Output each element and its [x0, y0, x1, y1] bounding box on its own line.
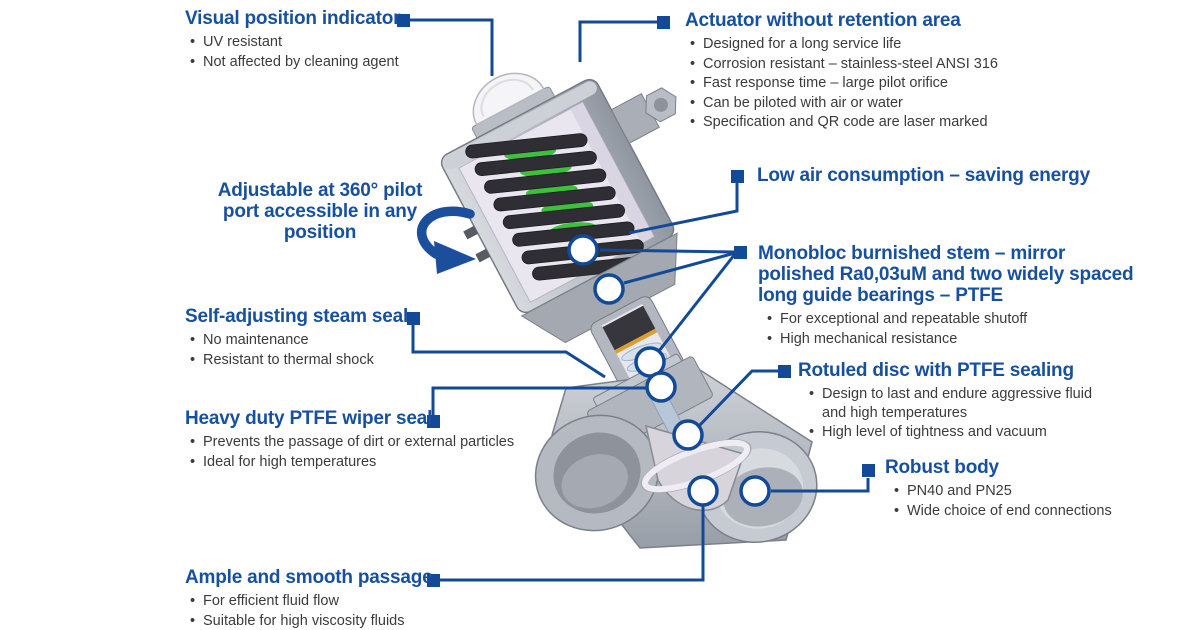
bullet-item: Suitable for high viscosity fluids: [189, 612, 433, 630]
callout-line-steam-seal: [411, 325, 606, 379]
callout-bullets: For efficient fluid flow Suitable for hi…: [189, 592, 433, 630]
callout-bullets: For exceptional and repeatable shutoff H…: [766, 310, 1133, 348]
callout-title-line: position: [283, 222, 357, 243]
callout-point-disc: [672, 419, 704, 451]
callout-point-passage: [687, 475, 719, 507]
callout-line-monobloc-2: [623, 251, 736, 285]
callout-point-robust-body: [739, 475, 771, 507]
seal-orange-ring: [614, 328, 658, 354]
callout-line-passage: [440, 506, 705, 582]
bullet-item: No maintenance: [189, 331, 408, 350]
pilot-port-hole: [653, 97, 668, 112]
callout-title: Self-adjusting steam seal: [185, 306, 409, 327]
bullet-item: Wide choice of end connections: [893, 502, 1112, 521]
callout-square-actuator: [657, 16, 670, 29]
bullet-item: PN40 and PN25: [893, 482, 1112, 501]
callout-actuator: Actuator without retention area Designed…: [685, 10, 998, 132]
callout-robust-body: Robust body PN40 and PN25 Wide choice of…: [885, 457, 1112, 520]
callout-bullets: Prevents the passage of dirt or external…: [189, 433, 514, 471]
left-port: [534, 414, 660, 532]
bullet-item: Specification and QR code are laser mark…: [689, 113, 998, 132]
callout-line-low-air: [628, 183, 739, 235]
callout-line-visual-indicator: [404, 18, 494, 76]
dome-highlight: [480, 78, 534, 117]
callout-line-rotuled: [696, 369, 778, 429]
callout-bullets: Design to last and endure aggressive flu…: [808, 385, 1118, 442]
bullet-item: Prevents the passage of dirt or external…: [189, 433, 514, 452]
callout-low-air: Low air consumption – saving energy: [757, 165, 1090, 186]
callout-square-monobloc: [734, 246, 747, 259]
wiper-seal-block: [602, 305, 656, 351]
callout-square-low-air: [731, 170, 744, 183]
callout-visual-indicator: Visual position indicator UV resistant N…: [185, 8, 400, 71]
bullet-item: Resistant to thermal shock: [189, 351, 408, 370]
callout-line-monobloc-1: [599, 248, 736, 254]
callout-title: Robust body: [885, 457, 999, 478]
callout-line-robust-body: [771, 478, 870, 493]
callout-point-wiper-seal: [645, 371, 677, 403]
callout-square-steam-seal: [407, 312, 420, 325]
callout-point-guide-bearing-upper: [567, 234, 599, 266]
callout-title: Visual position indicator: [185, 8, 401, 29]
callout-steam-seal: Self-adjusting steam seal No maintenance…: [185, 306, 408, 369]
callout-square-rotuled: [778, 365, 791, 378]
callout-title-line: Adjustable at 360° pilot: [217, 180, 423, 201]
bullet-item: Fast response time – large pilot orifice: [689, 74, 998, 93]
actuator-bolt-slot: [475, 248, 491, 263]
bullet-item: For exceptional and repeatable shutoff: [766, 310, 1133, 329]
bullet-item: Design to last and endure aggressive flu…: [808, 385, 1118, 422]
callout-title-line: port accessible in any: [222, 201, 418, 222]
callout-bullets: Designed for a long service life Corrosi…: [689, 35, 998, 132]
callout-title-line: Monobloc burnished stem – mirror: [758, 243, 1066, 264]
callout-square-wiper-seal: [427, 415, 440, 428]
callout-title-line: long guide bearings – PTFE: [758, 285, 1003, 306]
callout-rotuled-disc: Rotuled disc with PTFE sealing Design to…: [798, 360, 1118, 442]
callout-adjustable-pilot: Adjustable at 360° pilot port accessible…: [210, 180, 430, 243]
callout-title: Rotuled disc with PTFE sealing: [798, 360, 1074, 381]
bullet-item: High level of tightness and vacuum: [808, 423, 1118, 442]
bullet-item: High mechanical resistance: [766, 330, 1133, 349]
callout-bullets: No maintenance Resistant to thermal shoc…: [189, 331, 408, 369]
callout-line-monobloc-3: [657, 253, 737, 352]
actuator-spring-stack: [465, 133, 651, 281]
callout-square-visual-indicator: [397, 14, 410, 27]
callout-title: Heavy duty PTFE wiper seal: [185, 408, 433, 429]
bullet-item: Ideal for high temperatures: [189, 453, 514, 472]
callout-title-line: polished Ra0,03uM and two widely spaced: [758, 264, 1134, 285]
bullet-item: UV resistant: [189, 33, 400, 52]
rotation-arrow: [417, 206, 476, 274]
callout-point-stem: [593, 273, 625, 305]
bullet-item: Corrosion resistant – stainless-steel AN…: [689, 55, 998, 74]
callout-line-wiper-seal: [431, 386, 646, 415]
actuator-inner-wall: [570, 102, 654, 244]
callout-passage: Ample and smooth passage For efficient f…: [185, 567, 433, 630]
bullet-item: For efficient fluid flow: [189, 592, 433, 611]
actuator-bolt-slot: [463, 225, 479, 240]
callout-monobloc: Monobloc burnished stem – mirror polishe…: [758, 243, 1134, 348]
visual-indicator-dome: [472, 72, 545, 126]
bullet-item: Can be piloted with air or water: [689, 94, 998, 113]
bullet-item: Not affected by cleaning agent: [189, 53, 400, 72]
callout-bullets: UV resistant Not affected by cleaning ag…: [189, 33, 400, 71]
callout-title: Actuator without retention area: [685, 10, 961, 31]
callout-bullets: PN40 and PN25 Wide choice of end connect…: [893, 482, 1112, 520]
callout-square-robust-body: [862, 464, 875, 477]
callout-wiper-seal: Heavy duty PTFE wiper seal Prevents the …: [185, 408, 514, 471]
actuator-assembly: [440, 72, 710, 444]
callout-line-actuator: [578, 20, 663, 62]
callout-title: Low air consumption – saving energy: [757, 165, 1090, 186]
callout-square-passage: [427, 574, 440, 587]
bullet-item: Designed for a long service life: [689, 35, 998, 54]
callout-title: Ample and smooth passage: [185, 567, 433, 588]
